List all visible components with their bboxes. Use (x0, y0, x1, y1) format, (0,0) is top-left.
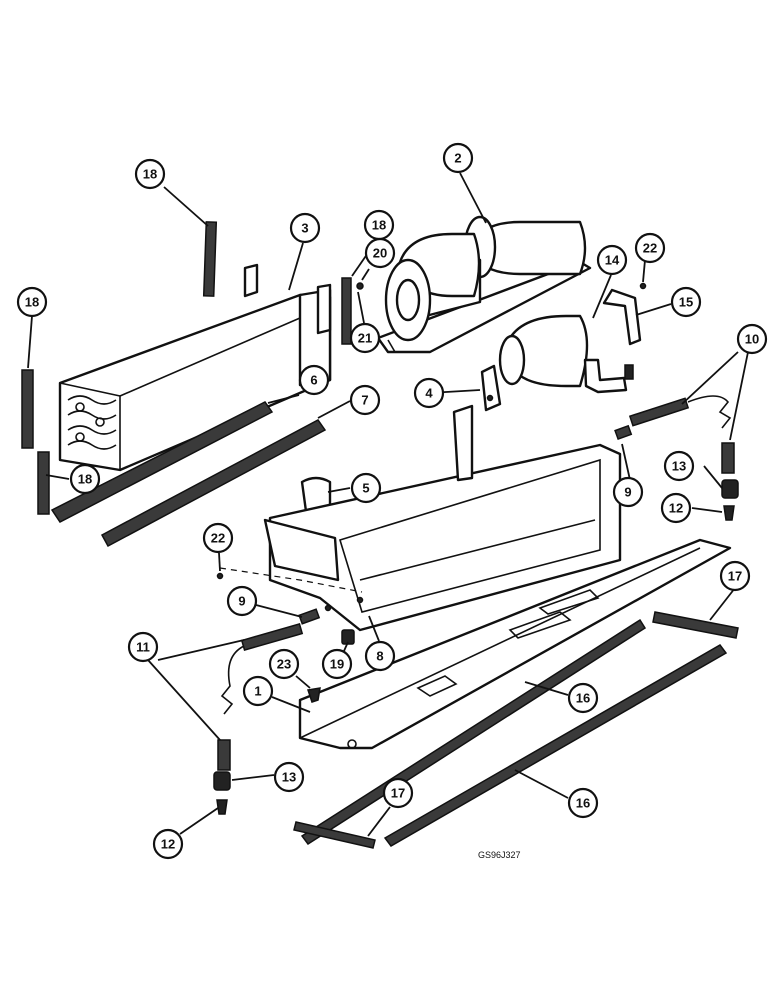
foam-strip-18-left (21, 369, 34, 449)
svg-text:2: 2 (454, 151, 461, 166)
svg-text:15: 15 (679, 295, 693, 310)
svg-text:13: 13 (282, 770, 296, 785)
callout-18-left: 18 (16, 286, 48, 318)
callout-6: 6 (298, 364, 330, 396)
callout-13-left: 13 (273, 761, 305, 793)
core-tubes (67, 395, 117, 450)
callout-1: 1 (242, 675, 274, 707)
leader-lines (27, 172, 749, 837)
clamp-12-right (723, 505, 735, 521)
svg-text:9: 9 (238, 594, 245, 609)
svg-text:11: 11 (136, 640, 150, 655)
svg-text:12: 12 (161, 837, 175, 852)
foam-strip-7 (100, 419, 327, 548)
bracket-15 (602, 288, 642, 346)
callout-16-upper: 16 (567, 682, 599, 714)
callout-2: 2 (442, 142, 474, 174)
svg-text:9: 9 (624, 485, 631, 500)
svg-text:18: 18 (78, 472, 92, 487)
callout-21: 21 (349, 322, 381, 354)
svg-text:16: 16 (576, 796, 590, 811)
callout-16-lower: 16 (567, 787, 599, 819)
callout-10: 10 (736, 323, 768, 355)
foam-strip-18-lower (37, 451, 50, 515)
foam-strip-18-top (202, 221, 218, 297)
svg-text:1: 1 (254, 684, 261, 699)
svg-text:19: 19 (330, 657, 344, 672)
svg-text:22: 22 (211, 531, 225, 546)
svg-text:6: 6 (310, 373, 317, 388)
callout-4: 4 (413, 377, 445, 409)
svg-text:13: 13 (672, 459, 686, 474)
svg-text:5: 5 (362, 481, 369, 496)
base-plate (298, 538, 732, 750)
gasket-16-lower (383, 644, 728, 847)
callout-20: 20 (364, 237, 396, 269)
callout-9-right: 9 (612, 476, 644, 508)
callout-18-lower: 18 (69, 463, 101, 495)
dashed-reference-line (219, 567, 363, 593)
blower-assembly (376, 215, 592, 354)
svg-text:21: 21 (358, 331, 372, 346)
svg-text:3: 3 (301, 221, 308, 236)
grommet-19 (341, 629, 355, 645)
receiver-dryer (498, 314, 634, 394)
svg-text:16: 16 (576, 691, 590, 706)
callout-15: 15 (670, 286, 702, 318)
svg-text:14: 14 (605, 253, 620, 268)
bracket-4 (480, 364, 502, 412)
callout-22-top: 22 (634, 232, 666, 264)
callout-19: 19 (321, 648, 353, 680)
callout-9-left: 9 (226, 585, 258, 617)
svg-text:8: 8 (376, 649, 383, 664)
gasket-17-left (293, 821, 376, 849)
figure-code: GS96J327 (478, 850, 521, 860)
callout-14: 14 (596, 244, 628, 276)
svg-text:18: 18 (372, 218, 386, 233)
hose-11 (217, 622, 304, 771)
svg-text:20: 20 (373, 246, 387, 261)
washer-22-left (216, 572, 224, 580)
callout-13-right: 13 (663, 450, 695, 482)
screw-23 (307, 687, 321, 703)
gasket-17-right (652, 611, 739, 639)
clamp-12-left (216, 799, 228, 815)
callout-18-top: 18 (134, 158, 166, 190)
callout-5: 5 (350, 472, 382, 504)
heater-core-assembly (58, 263, 332, 472)
callout-17-right: 17 (719, 560, 751, 592)
washer-22-top (639, 282, 647, 290)
hose-10 (628, 395, 735, 474)
svg-text:12: 12 (669, 501, 683, 516)
svg-text:10: 10 (745, 332, 759, 347)
svg-text:18: 18 (25, 295, 39, 310)
housing-tray (263, 404, 622, 632)
foam-strip-6 (50, 401, 274, 523)
nut-20 (356, 282, 364, 290)
callout-22-left: 22 (202, 522, 234, 554)
callout-8: 8 (364, 640, 396, 672)
svg-text:17: 17 (391, 786, 405, 801)
foam-strip-18-blower (341, 277, 352, 345)
callout-17-left: 17 (382, 777, 414, 809)
callout-18-blower: 18 (363, 209, 395, 241)
tube-9-right (614, 424, 633, 441)
grommet-13-left (213, 771, 231, 791)
callout-12-right: 12 (660, 492, 692, 524)
svg-text:18: 18 (143, 167, 157, 182)
callout-3: 3 (289, 212, 321, 244)
callout-23: 23 (268, 648, 300, 680)
svg-text:22: 22 (643, 241, 657, 256)
grommet-13-right (721, 479, 739, 499)
tube-9-left (298, 608, 321, 625)
callout-7: 7 (349, 384, 381, 416)
svg-text:4: 4 (425, 386, 433, 401)
callout-12-left: 12 (152, 828, 184, 860)
callout-11: 11 (127, 631, 159, 663)
svg-text:17: 17 (728, 569, 742, 584)
svg-text:7: 7 (361, 393, 368, 408)
svg-text:23: 23 (277, 657, 291, 672)
